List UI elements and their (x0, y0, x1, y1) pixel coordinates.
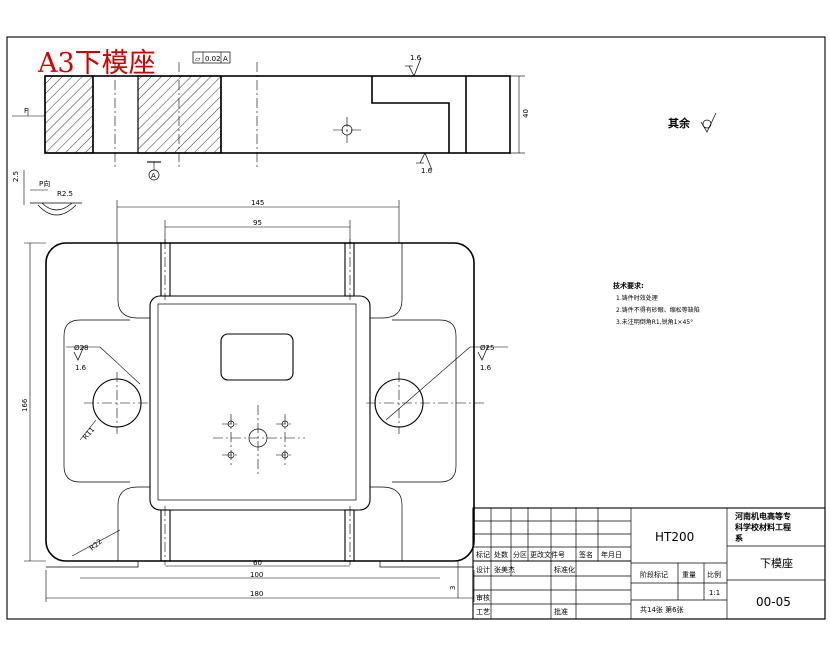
dim-height-3: 3 (449, 586, 457, 590)
tb-date: 年月日 (601, 550, 622, 559)
weight-label: 重量 (682, 571, 696, 579)
title-block-lines (472, 507, 826, 620)
tech-req-heading: 技术要求: (613, 281, 644, 290)
detail-height: 2.5 (12, 171, 20, 182)
dim-width-100: 100 (250, 571, 263, 579)
scale-value: 1:1 (709, 589, 720, 597)
tb-signature: 签名 (579, 550, 593, 559)
flatness-value: 0.02 (205, 55, 221, 63)
tb-design-name: 张美杰 (494, 565, 515, 574)
tb-change-doc: 更改文件号 (530, 550, 565, 559)
dim-width-95: 95 (253, 219, 262, 227)
dim-height-40: 40 (522, 109, 530, 118)
force-label: F (24, 107, 28, 115)
other-roughness-label: 其余 (668, 116, 691, 130)
sheet-count: 共14张 第6张 (640, 605, 684, 614)
tb-zone: 分区 (513, 550, 527, 559)
roughness-bottom: 1.6 (421, 167, 433, 175)
stage-mark-label: 阶段标记 (640, 570, 668, 579)
tb-process: 工艺 (476, 608, 490, 616)
tb-mark: 标记 (476, 550, 490, 559)
dim-width-180: 180 (250, 590, 263, 598)
dim-dia-right: Ø25 (480, 344, 494, 352)
top-view-dimensions (24, 200, 508, 602)
detail-radius: R2.5 (57, 190, 73, 198)
roughness-left-hole: 1.6 (75, 364, 87, 372)
datum-label: A (151, 172, 156, 180)
drawing-title-overlay: A3下模座 (37, 48, 156, 79)
dim-height-166: 166 (21, 398, 29, 412)
tech-req-item: 2.铸件不得有砂眼、缩松等缺陷 (616, 306, 700, 314)
tb-design: 设计 (476, 565, 490, 574)
school-name-3: 系 (735, 533, 743, 543)
material-label: HT200 (655, 530, 694, 544)
detail-scale-label: P向 (39, 179, 50, 188)
dim-r11: R11 (81, 426, 96, 442)
tb-standard: 标准化 (554, 565, 575, 574)
dim-width-60: 60 (253, 559, 262, 567)
flatness-symbol: ▱ (195, 55, 201, 63)
roughness-top: 1.6 (410, 54, 422, 62)
dim-dia-left: Ø28 (74, 344, 88, 352)
tech-req-item: 1.铸件时效处理 (616, 294, 658, 302)
drawing-border (6, 36, 826, 620)
school-name-2: 科学校材料工程 (735, 522, 791, 532)
drawing-number: 00-05 (756, 595, 791, 609)
roughness-right-hole: 1.6 (480, 364, 492, 372)
detail-view-p (23, 170, 82, 216)
flatness-datum: A (223, 55, 228, 63)
dim-width-145: 145 (251, 199, 264, 207)
tb-approve: 批准 (554, 607, 568, 616)
top-view (45, 239, 484, 568)
tb-count: 处数 (494, 550, 508, 559)
scale-label: 比例 (707, 570, 721, 579)
tb-review: 审核 (476, 593, 490, 602)
front-section-view (12, 51, 525, 181)
tech-req-item: 3.未注明倒角R1,锐角1×45° (616, 318, 693, 326)
school-name-1: 河南机电高等专 (735, 511, 791, 521)
part-name: 下模座 (760, 556, 793, 570)
